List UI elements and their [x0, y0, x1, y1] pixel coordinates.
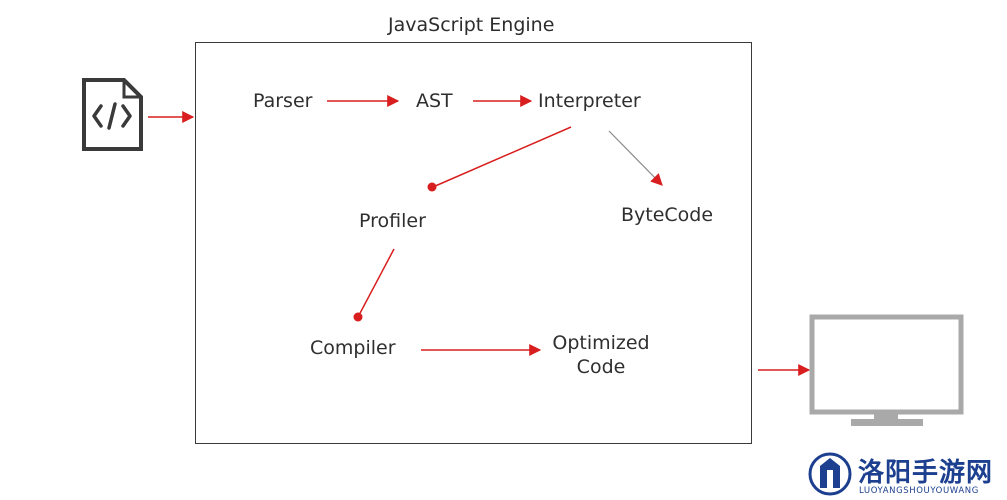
- monitor-icon: [809, 314, 964, 426]
- node-optimized-code: Optimized Code: [547, 331, 655, 379]
- connector-profiler-to-compiler: [353, 248, 395, 322]
- node-parser: Parser: [253, 90, 313, 112]
- engine-title: JavaScript Engine: [388, 14, 555, 36]
- node-optimized-line2: Code: [576, 356, 626, 378]
- watermark-subtitle: LUOYANGSHOUYOUWANG: [859, 486, 979, 496]
- node-interpreter: Interpreter: [538, 90, 641, 112]
- node-profiler: Profiler: [359, 210, 426, 232]
- node-bytecode: ByteCode: [621, 204, 714, 226]
- connector-interpreter-to-profiler: [427, 126, 572, 192]
- arrow-interpreter-to-bytecode: [608, 130, 663, 186]
- node-compiler: Compiler: [310, 337, 396, 359]
- code-file-icon: [82, 78, 143, 151]
- watermark: 洛阳手游网 LUOYANGSHOUYOUWANG: [806, 450, 1006, 500]
- watermark-title: 洛阳手游网: [858, 458, 994, 488]
- watermark-logo-icon: [808, 452, 852, 496]
- engine-boundary: [195, 42, 752, 444]
- node-ast: AST: [416, 90, 453, 112]
- node-optimized-line1: Optimized: [552, 332, 650, 354]
